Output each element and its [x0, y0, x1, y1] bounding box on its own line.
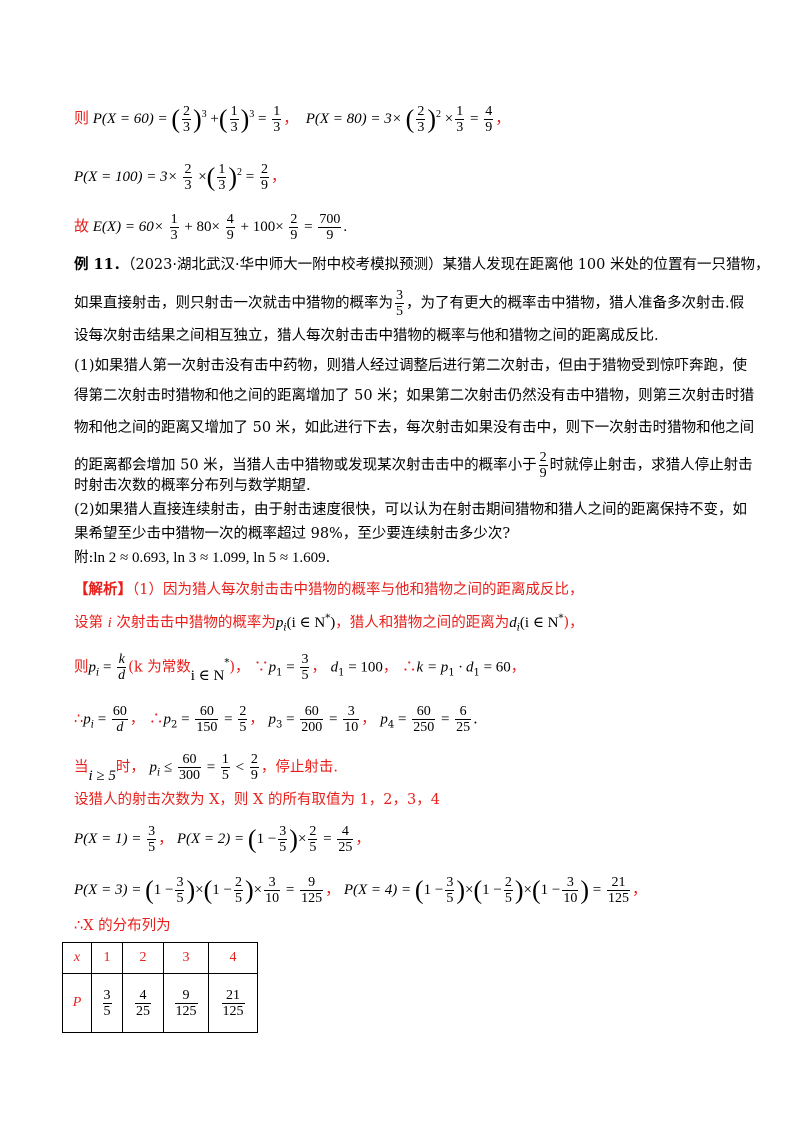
problem-line-3: 设每次射击结果之间相互独立，猎人每次射击击中猎物的概率与他和猎物之间的距离成反比…	[74, 328, 659, 344]
appendix-note: 附:ln 2 ≈ 0.693, ln 3 ≈ 1.099, ln 5 ≈ 1.6…	[74, 550, 331, 566]
therefore-label: 故	[74, 218, 90, 235]
problem-label: 例 11．	[74, 256, 129, 273]
table-cell: 2	[122, 942, 164, 974]
question-1-line-1: (1)如果猎人第一次射击没有击中药物，则猎人经过调整后进行第二次射击，但由于猎物…	[74, 358, 748, 374]
table-cell: 4	[208, 942, 258, 974]
question-1-line-5: 时射击次数的概率分布列与数学期望.	[74, 478, 311, 494]
table-cell: 1	[91, 942, 123, 974]
question-2-line-2: 果希望至少击中猎物一次的概率超过 98%，至少要连续射击多少次?	[74, 526, 511, 542]
table-row: x 1 2 3 4	[62, 942, 258, 974]
table-cell: 3	[163, 942, 209, 974]
p-x100-label: P(X = 100) = 3×	[74, 168, 178, 185]
question-1-line-2: 得第二次射击时猎物和他之间的距离增加了 50 米；如果第二次射击仍然没有击中猎物…	[74, 388, 755, 404]
then-label: 则	[74, 110, 90, 127]
solution-label: 【解析】	[74, 581, 132, 598]
solution-line-9: ∴X 的分布列为	[74, 918, 171, 934]
question-1-line-3: 物和他之间的距离又增加了 50 米，如此进行下去，每次射击如果没有击中，则下一次…	[74, 420, 755, 436]
p-x80-label: P(X = 80) = 3×	[305, 110, 402, 127]
solution-line-6: 设猎人的射击次数为 X，则 X 的所有取值为 1，2，3，4	[74, 792, 440, 808]
problem-source: （2023·湖北武汉·华中师大一附中校考模拟预测）某猎人发现在距离他 100 米…	[128, 257, 770, 273]
p-x60-label: P(X = 60) =	[92, 110, 172, 127]
solution-header: 【解析】（1）因为猎人每次射击击中猎物的概率与他和猎物之间的距离成反比，	[74, 581, 584, 598]
problem-header: 例 11．（2023·湖北武汉·华中师大一附中校考模拟预测）某猎人发现在距离他 …	[74, 255, 770, 275]
table-header-p: P	[62, 973, 92, 1033]
solution-line-2: 设第 i 次射击击中猎物的概率为pi(i ∈ N*)，猎人和猎物之间的距离为di…	[74, 613, 584, 634]
table-header-x: x	[62, 942, 92, 974]
question-2-line-1: (2)如果猎人直接连续射击，由于射击速度很快，可以认为在射击期间猎物和猎人之间的…	[74, 502, 748, 518]
